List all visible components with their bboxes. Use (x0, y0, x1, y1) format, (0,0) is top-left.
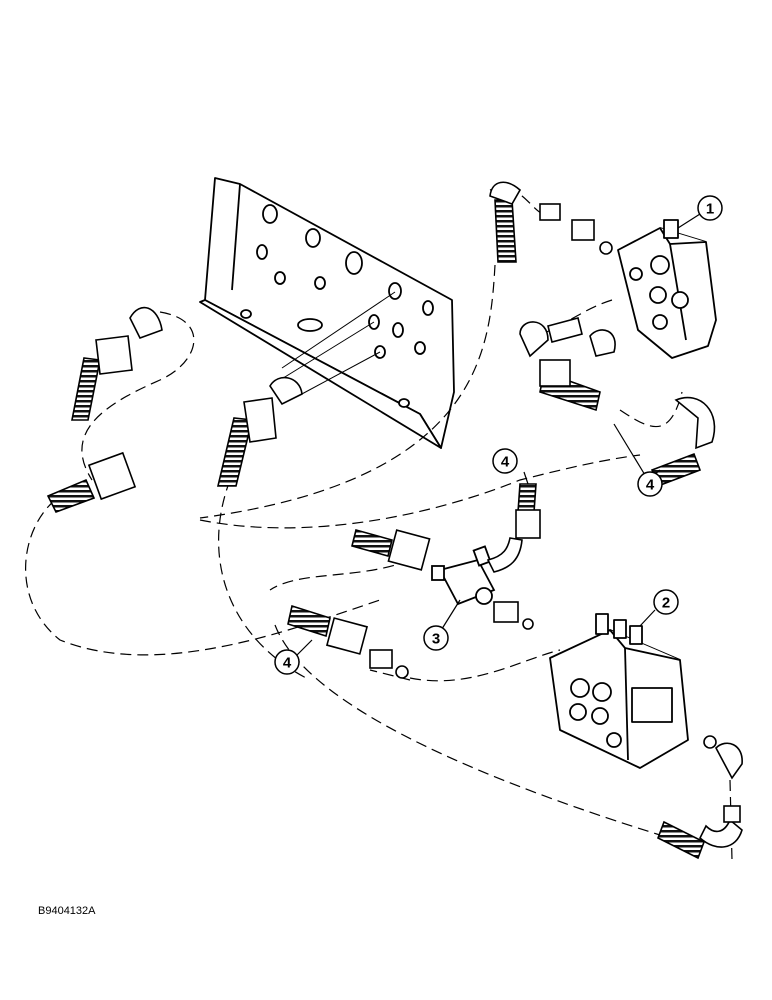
svg-text:2: 2 (662, 595, 670, 612)
mounting-bracket (199, 177, 455, 449)
svg-text:1: 1 (706, 201, 714, 218)
callout-3: 3 (423, 625, 449, 651)
callout-1: 1 (697, 195, 723, 221)
figure-reference-code: B9404132A (38, 905, 96, 917)
tee-fitting-3 (431, 545, 496, 606)
control-valve-1 (617, 219, 717, 359)
callout-4c: 4 (274, 649, 300, 675)
svg-text:4: 4 (646, 477, 655, 494)
svg-text:4: 4 (283, 655, 292, 672)
control-valve-2 (549, 613, 689, 769)
alignment-lines (279, 291, 396, 396)
svg-text:4: 4 (501, 454, 510, 471)
callout-2: 2 (653, 589, 679, 615)
callout-4a: 4 (492, 448, 518, 474)
hose-fittings (46, 181, 743, 860)
callout-4b: 4 (637, 471, 663, 497)
svg-text:3: 3 (432, 631, 440, 648)
